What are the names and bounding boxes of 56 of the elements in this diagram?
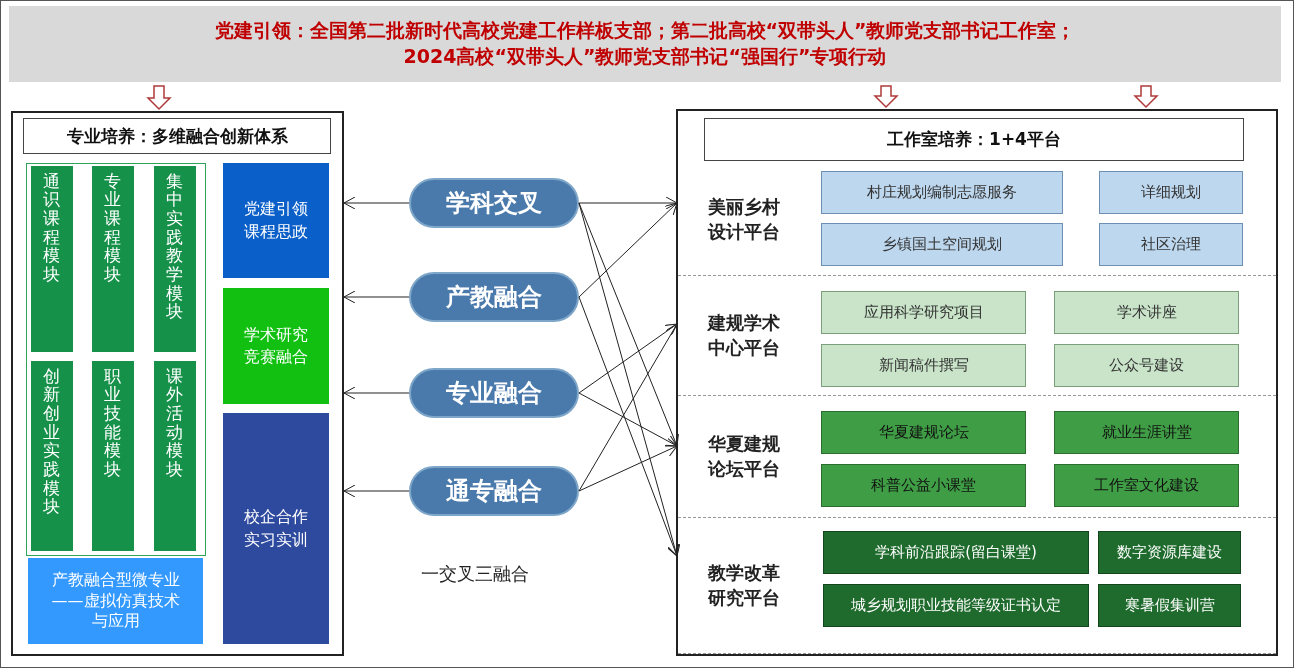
item-box: 村庄规划编制志愿服务: [821, 171, 1063, 214]
module-box: 通识课程模块: [30, 165, 73, 352]
caption-text: 一交叉三融合: [421, 562, 529, 586]
item-box: 就业生涯讲堂: [1054, 411, 1239, 454]
platform-title: 建规学术中心平台: [708, 311, 781, 360]
arrow: [578, 444, 678, 492]
feature-box: 学术研究竞赛融合: [223, 288, 329, 404]
platform-title: 教学改革研究平台: [708, 561, 781, 610]
item-box: 公众号建设: [1054, 344, 1239, 387]
platform-title: 华夏建规论坛平台: [708, 432, 781, 481]
arrow: [578, 202, 679, 447]
module-box: 专业课程模块: [91, 165, 134, 352]
item-box: 城乡规划职业技能等级证书认定: [823, 584, 1089, 627]
arrow: [578, 392, 678, 447]
item-box: 新闻稿件撰写: [821, 344, 1026, 387]
item-box: 华夏建规论坛: [821, 411, 1026, 454]
feature-box: 校企合作实习实训: [223, 413, 329, 644]
arrow: [578, 323, 678, 492]
item-box: 数字资源库建设: [1098, 531, 1241, 574]
pill: 学科交叉: [409, 178, 579, 228]
arrow: [578, 296, 680, 557]
item-box: 乡镇国土空间规划: [821, 223, 1063, 266]
item-box: 学术讲座: [1054, 291, 1239, 334]
banner: 党建引领：全国第二批新时代高校党建工作样板支部；第二批高校“双带头人”教师党支部书记工作室；2024高校“双带头人”教师党支部书记“强国行”专项行动: [9, 6, 1281, 82]
platform-title: 美丽乡村设计平台: [708, 195, 781, 244]
panel-heading: 专业培养：多维融合创新体系: [23, 118, 331, 154]
item-box: 应用科学研究项目: [821, 291, 1026, 334]
item-box: 详细规划: [1099, 171, 1243, 214]
arrow: [343, 196, 410, 210]
module-group: [26, 163, 206, 556]
panel: [676, 109, 1278, 656]
item-box: 社区治理: [1099, 223, 1243, 266]
arrow: [578, 323, 678, 394]
item-box: 科普公益小课堂: [821, 464, 1026, 507]
module-box: 集中实践教学模块: [153, 165, 196, 352]
item-box: 寒暑假集训营: [1098, 584, 1241, 627]
pill: 专业融合: [409, 368, 579, 418]
arrow: [343, 386, 410, 400]
feature-box: 党建引领课程思政: [223, 163, 329, 278]
panel: [11, 111, 344, 656]
arrow: [343, 290, 410, 304]
pill: 通专融合: [409, 466, 579, 516]
block-arrow: [146, 85, 172, 111]
arrow: [578, 202, 678, 298]
arrow: [578, 196, 678, 210]
panel-heading: 工作室培养：1+4平台: [704, 118, 1244, 161]
item-box: 学科前沿跟踪(留白课堂): [823, 531, 1089, 574]
module-box: 课外活动模块: [153, 360, 196, 551]
module-box: 创新创业实践模块: [30, 360, 73, 551]
block-arrow: [873, 85, 899, 109]
arrow: [343, 484, 410, 498]
module-box: 职业技能模块: [91, 360, 134, 551]
item-box: 工作室文化建设: [1054, 464, 1239, 507]
pill: 产教融合: [409, 272, 579, 322]
block-arrow: [1133, 85, 1159, 109]
micro-major-box: 产教融合型微专业——虚拟仿真技术与应用: [28, 558, 203, 644]
